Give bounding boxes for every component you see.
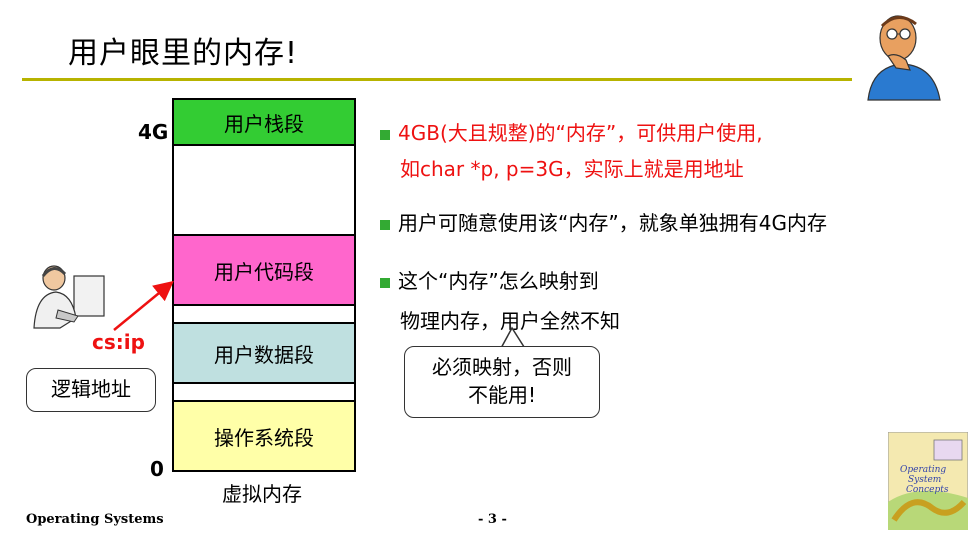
os-concepts-book-icon: Operating System Concepts <box>887 431 969 531</box>
footer-left: Operating Systems <box>26 512 164 527</box>
bullet-item-3: 这个“内存”怎么映射到 物理内存，用户全然不知 <box>380 266 960 336</box>
worker-at-computer-icon <box>30 258 110 336</box>
memory-caption: 虚拟内存 <box>222 482 302 506</box>
memory-segment-free-1 <box>172 144 356 236</box>
pointer-arrow <box>113 280 174 331</box>
memory-segment-free-3 <box>172 382 356 402</box>
bullet-line: 4GB(大且规整)的“内存”，可供用户使用, <box>398 121 763 145</box>
memory-top-label: 4G <box>138 120 169 144</box>
segment-label: 操作系统段 <box>214 425 314 450</box>
page-title: 用户眼里的内存! <box>68 36 299 71</box>
bullet-marker <box>380 219 390 230</box>
memory-segment-user-data: 用户数据段 <box>172 322 356 384</box>
memory-segment-os: 操作系统段 <box>172 400 356 472</box>
memory-segment-free-2 <box>172 304 356 324</box>
memory-bottom-label: 0 <box>150 457 164 481</box>
thinking-man-icon <box>858 6 948 102</box>
svg-text:Operating: Operating <box>900 465 946 475</box>
bullet-line: 这个“内存”怎么映射到 <box>398 269 599 293</box>
svg-text:System: System <box>908 475 941 485</box>
svg-text:Concepts: Concepts <box>906 485 949 495</box>
callout-text: 逻辑地址 <box>51 377 131 401</box>
memory-segment-user-stack: 用户栈段 <box>172 98 356 146</box>
segment-label: 用户栈段 <box>224 111 304 136</box>
bullet-marker <box>380 277 390 288</box>
speech-callout: 必须映射，否则 不能用! <box>404 346 600 418</box>
memory-segment-user-code: 用户代码段 <box>172 234 356 306</box>
cs-ip-label: cs:ip <box>92 330 145 354</box>
title-divider <box>22 78 852 81</box>
bullet-line: 如char *p, p=3G，实际上就是用地址 <box>400 157 744 181</box>
speech-callout-tail <box>499 326 527 350</box>
bullet-item-1: 4GB(大且规整)的“内存”，可供用户使用, 如char *p, p=3G，实际… <box>380 118 960 184</box>
segment-label: 用户数据段 <box>214 342 314 367</box>
logical-address-callout: 逻辑地址 <box>26 368 156 412</box>
page-number: - 3 - <box>478 512 507 527</box>
bullet-marker <box>380 129 390 140</box>
bullet-line: 物理内存，用户全然不知 <box>400 309 620 333</box>
callout-line: 不能用! <box>467 383 537 407</box>
callout-line: 必须映射，否则 <box>432 355 572 379</box>
segment-label: 用户代码段 <box>214 259 314 284</box>
bullet-item-2: 用户可随意使用该“内存”，就象单独拥有4G内存 <box>380 208 970 238</box>
bullet-line: 用户可随意使用该“内存”，就象单独拥有4G内存 <box>398 211 827 235</box>
